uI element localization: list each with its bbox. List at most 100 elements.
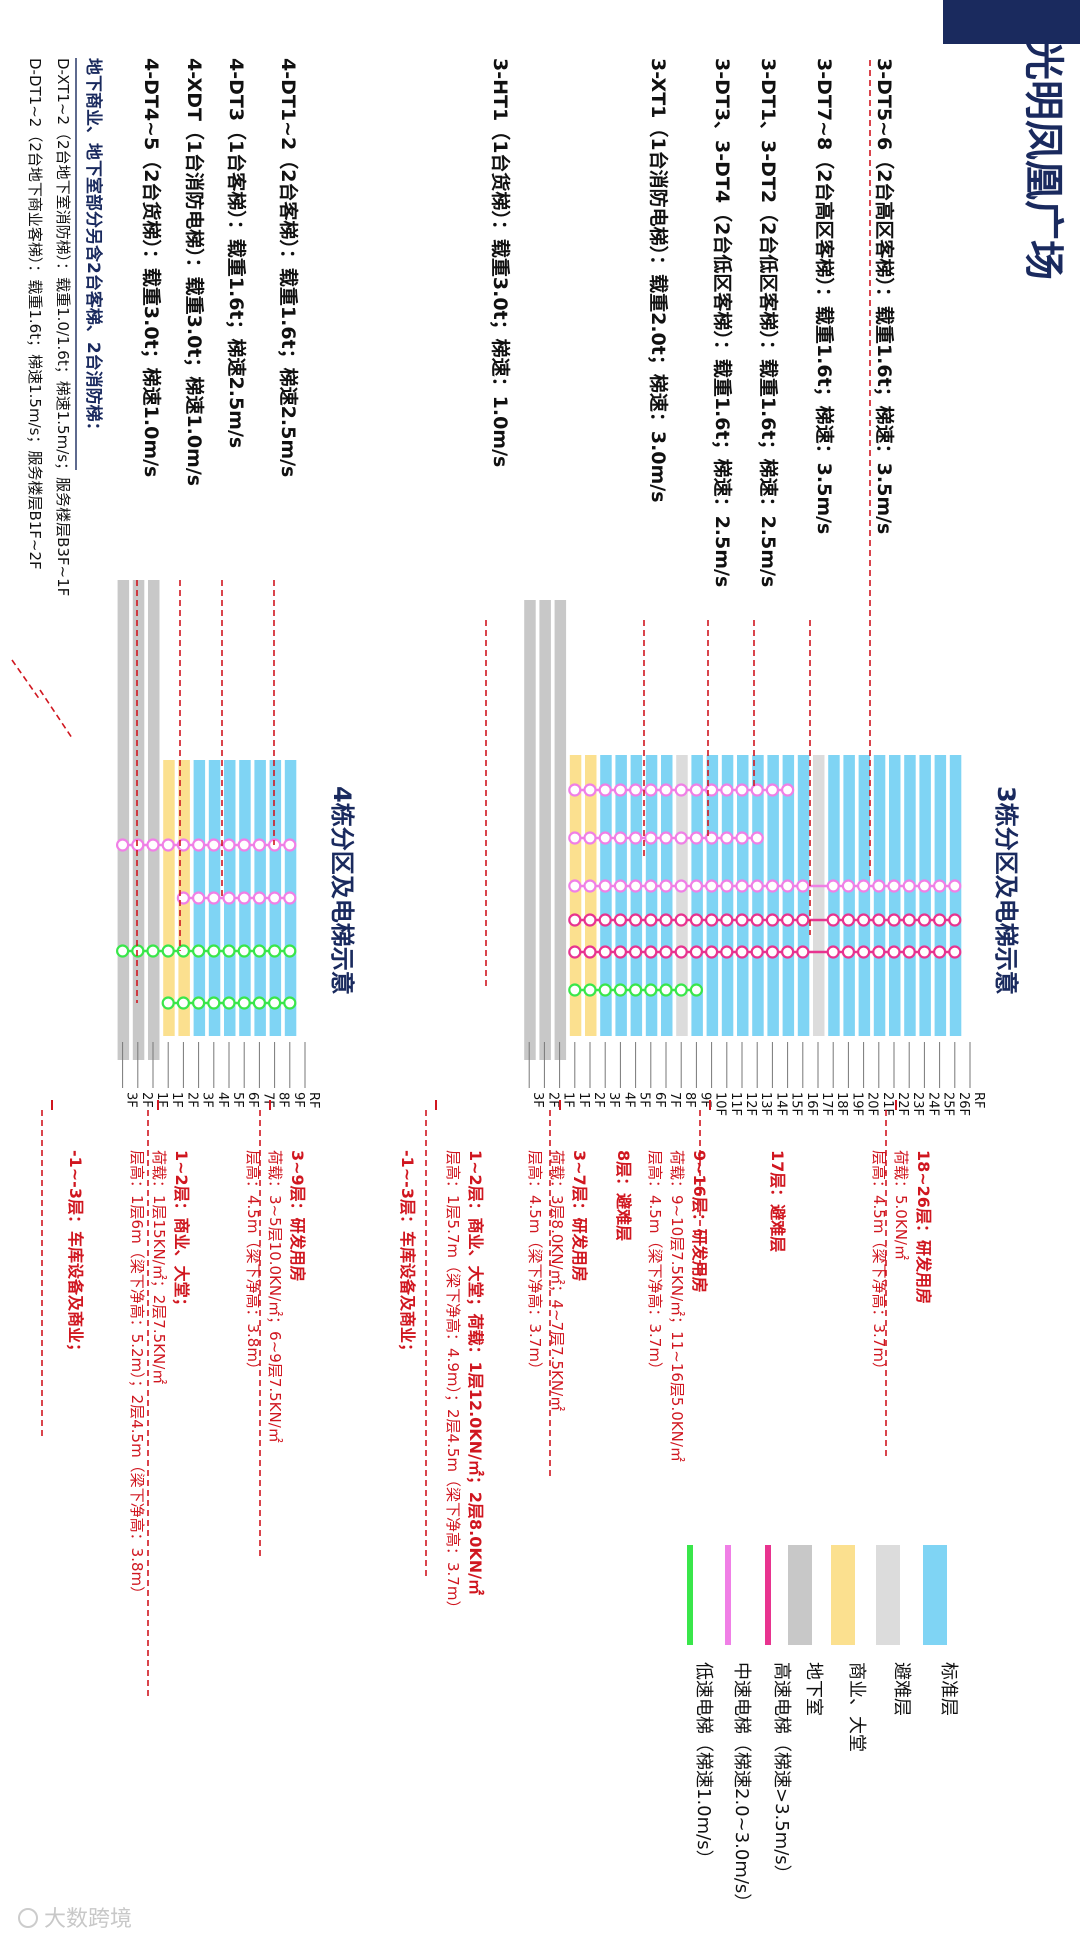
floor-column bbox=[797, 755, 810, 1036]
elevator-stop bbox=[765, 783, 780, 797]
elevator-label-4: 4-XDT（1台消防电梯）：载重3.0t；梯速1.0m/s bbox=[183, 58, 206, 486]
floor-label-group: 10F bbox=[713, 1092, 728, 1116]
zone-note-4: -1~-3层：车库设备及商业； bbox=[66, 1150, 85, 1359]
elevator-stop bbox=[932, 945, 947, 959]
legend-label-group: 低速电梯（梯速1.0m/s） bbox=[693, 1662, 714, 1868]
floor-label-group: 1F bbox=[576, 1092, 591, 1108]
elevator-stop bbox=[902, 945, 916, 959]
elevator-stop bbox=[841, 879, 856, 893]
floor-label-group: 11F bbox=[728, 1092, 743, 1116]
floor-column bbox=[148, 580, 160, 1060]
elevator-stop bbox=[689, 783, 704, 797]
zone-note-line: 层高：1层5.7m（梁下净高：4.9m）；2层4.5m（梁下净高：3.7m） bbox=[444, 1150, 462, 1615]
title-banner bbox=[943, 0, 1080, 44]
elevator-stop bbox=[735, 879, 749, 893]
floor-label-group: 15F bbox=[789, 1092, 804, 1116]
zone-note-line: 荷载：1层15KN/㎡；2层7.5KN/㎡ bbox=[150, 1150, 168, 1384]
basement-header-group: 地下商业、地下室部分另含2台客梯、2台消防梯： bbox=[83, 58, 104, 439]
basement-header: 地下商业、地下室部分另含2台客梯、2台消防梯： bbox=[83, 58, 104, 439]
elevator-stop bbox=[628, 783, 643, 797]
legend-item: 低速电梯（梯速1.0m/s） bbox=[687, 1545, 714, 1868]
elevator-stop bbox=[583, 983, 597, 997]
floor-label: 1F bbox=[169, 1092, 184, 1108]
elevator-stop bbox=[704, 783, 719, 797]
elevator-stop bbox=[598, 783, 612, 797]
elevator-stop bbox=[192, 944, 206, 958]
floor-label: 20F bbox=[865, 1092, 880, 1116]
elevator-stop bbox=[583, 783, 597, 797]
legend-label-group: 高速电梯（梯速>3.5m/s） bbox=[771, 1662, 792, 1883]
legend-label-group: 地下室 bbox=[803, 1662, 824, 1716]
zone-note-4: 1~2层：商业、大堂；荷载：1层15KN/㎡；2层7.5KN/㎡层高：1层6m（… bbox=[128, 1150, 191, 1601]
basement-elevator-1: D-XT1~2（2台地下室消防梯）：载重1.0/1.6t；梯速1.5m/s；服务… bbox=[54, 58, 72, 596]
floor-column bbox=[163, 760, 175, 1036]
elevator-stop bbox=[872, 945, 886, 959]
elevator-label-4: 4-DT3（1台客梯）：载重1.6t；梯速2.5m/s bbox=[225, 58, 248, 448]
elevator-stop bbox=[689, 913, 704, 927]
elevator-stop bbox=[720, 913, 734, 927]
elevator-stop bbox=[735, 913, 749, 927]
floor-column bbox=[600, 755, 612, 1036]
legend-label: 商业、大堂 bbox=[846, 1662, 867, 1752]
elevator-stop bbox=[161, 838, 175, 852]
floor-column bbox=[904, 755, 916, 1036]
elevator-stop bbox=[644, 831, 658, 845]
floor-column bbox=[132, 580, 145, 1060]
elevator-label-3-group: 3-DT3、3-DT4（2台低区客梯）：载重1.6t；梯速：2.5m/s bbox=[711, 58, 734, 587]
zone-note-line: 荷载：5.0KN/㎡ bbox=[892, 1150, 910, 1260]
zone-note-line-group: 荷载：1层15KN/㎡；2层7.5KN/㎡ bbox=[150, 1150, 168, 1384]
floor-label: 15F bbox=[789, 1092, 804, 1116]
floor-label-group: 23F bbox=[910, 1092, 925, 1116]
floor-label-group: 4F bbox=[621, 1092, 636, 1108]
elevator-label-4-group: 4-DT4~5（2台货梯）：载重3.0t；梯速1.0m/s bbox=[140, 58, 163, 477]
elevator-run bbox=[161, 996, 297, 1010]
elevator-label-4-group: 4-DT1~2（2台客梯）：载重1.6t；梯速2.5m/s bbox=[277, 58, 300, 477]
elevator-label-3: 3-DT7~8（2台高区客梯）：载重1.6t；梯速：3.5m/s bbox=[813, 58, 836, 534]
zone-note-3: 1~2层：商业、大堂；荷载：1层12.0KN/㎡；2层8.0KN/㎡层高：1层5… bbox=[444, 1150, 485, 1615]
elevator-stop bbox=[735, 783, 749, 797]
elevator-label-3: 3-DT1、3-DT2（2台低区客梯）：载重1.6t；梯速：2.5m/s bbox=[757, 58, 780, 587]
legend-item: 标准层 bbox=[923, 1545, 959, 1716]
elevator-stop bbox=[222, 891, 236, 905]
legend-item: 中速电梯（梯速2.0~3.0m/s） bbox=[725, 1545, 752, 1911]
floor-label-group: 7F bbox=[260, 1092, 275, 1108]
zone-note-line: 荷载：3层8.0KN/㎡；4~7层7.5KN/㎡ bbox=[548, 1150, 566, 1411]
legend-item: 避难层 bbox=[876, 1545, 912, 1716]
elevator-stop bbox=[856, 879, 871, 893]
floor-label-group: 21F bbox=[880, 1092, 895, 1116]
floor-label: 9F bbox=[697, 1092, 712, 1108]
elevator-run bbox=[568, 879, 962, 893]
legend-label: 低速电梯（梯速1.0m/s） bbox=[693, 1662, 714, 1868]
floor-column bbox=[706, 755, 719, 1036]
elevator-stop bbox=[932, 879, 947, 893]
elevator-label-3-group: 3-DT1、3-DT2（2台低区客梯）：载重1.6t；梯速：2.5m/s bbox=[757, 58, 780, 587]
floor-column bbox=[858, 755, 871, 1036]
elevator-stop bbox=[237, 996, 251, 1010]
legend-swatch bbox=[788, 1545, 812, 1645]
zone-note-3: 8层：避难层 bbox=[614, 1150, 633, 1241]
floor-column bbox=[828, 755, 840, 1036]
elevator-stop bbox=[222, 996, 236, 1010]
elevator-stop bbox=[826, 945, 840, 959]
elevator-stop bbox=[659, 831, 673, 845]
elevator-stop bbox=[176, 996, 190, 1010]
zone-note-title-group: -1~-3层：车库设备及商业； bbox=[66, 1150, 85, 1359]
zone-note-title: -1~-3层：车库设备及商业； bbox=[66, 1150, 85, 1359]
elevator-run bbox=[115, 944, 297, 958]
elevator-run bbox=[568, 913, 962, 927]
floor-label: 14F bbox=[773, 1092, 788, 1116]
elevator-stop bbox=[932, 913, 947, 927]
elevator-stop bbox=[750, 879, 764, 893]
elevator-stop bbox=[628, 831, 643, 845]
floor-column bbox=[889, 755, 901, 1036]
floor-label: 5F bbox=[637, 1092, 652, 1108]
elevator-stop bbox=[856, 913, 871, 927]
elevator-stop bbox=[268, 996, 282, 1010]
floor-label-group: 4F bbox=[215, 1092, 230, 1108]
elevator-stop bbox=[887, 945, 901, 959]
watermark: 大数跨境 bbox=[18, 1907, 132, 1932]
elevator-stop bbox=[115, 944, 130, 958]
elevator-stop bbox=[644, 983, 658, 997]
legend-label-group: 避难层 bbox=[891, 1662, 912, 1716]
